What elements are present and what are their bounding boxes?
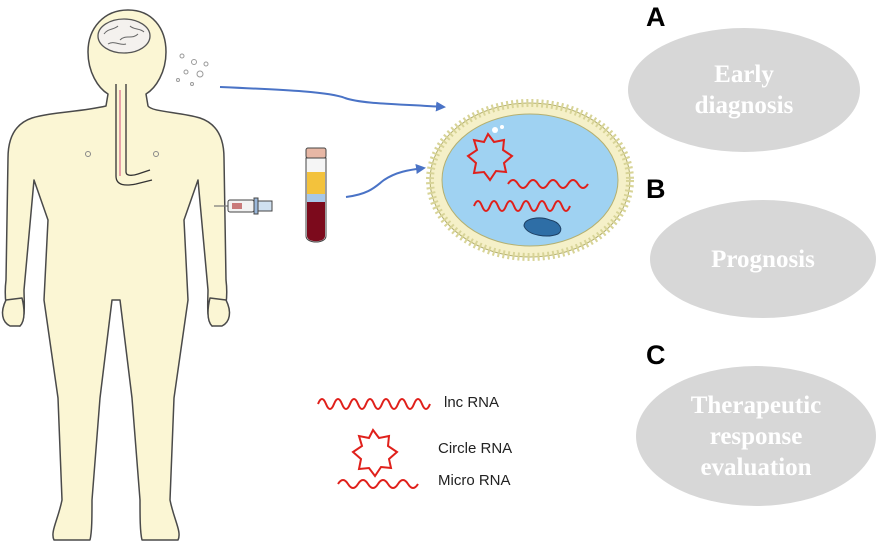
panel-letter-c: C [646,340,666,370]
syringe-icon [214,197,273,215]
esophagus-icon [115,84,153,186]
blood-to-exosome-arrow [345,164,426,198]
legend [317,398,431,489]
exosome-circle-rna [466,132,514,182]
panel-letter-b: B [646,174,666,204]
blood-collection-tube-icon [305,147,327,243]
exosome-lnc-rna [473,200,571,212]
panel-letter-a: A [646,2,666,32]
breath-to-exosome-arrow [219,86,446,112]
exosome-micro-rna [507,179,589,189]
legend-micro-rna-symbol [337,479,419,489]
legend-circle-rna-label: Circle RNA [438,440,513,457]
legend-lnc-rna-symbol [317,398,431,410]
outcome-prognosis-label: Prognosis [711,245,815,273]
human-body-figure [1,9,231,541]
exhaled-breath-droplets-icon [176,53,209,86]
exosome-protein-blob [523,217,562,237]
outcome-early-diagnosis-label: Early diagnosis [694,61,794,119]
outcome-prognosis: Prognosis [650,200,876,318]
legend-micro-rna-label: Micro RNA [438,472,511,489]
nipple-marks [85,151,159,157]
exosome-icon [426,99,634,261]
outcome-therapeutic-response-evaluation: Therapeutic response evaluation [636,366,876,506]
outcome-therapeutic-response-evaluation-label: Therapeutic response evaluation [690,391,822,481]
brain-icon [97,18,151,54]
legend-lnc-rna-label: lnc RNA [444,394,500,411]
legend-circle-rna-symbol [351,428,399,478]
outcome-early-diagnosis: Early diagnosis [628,28,860,152]
